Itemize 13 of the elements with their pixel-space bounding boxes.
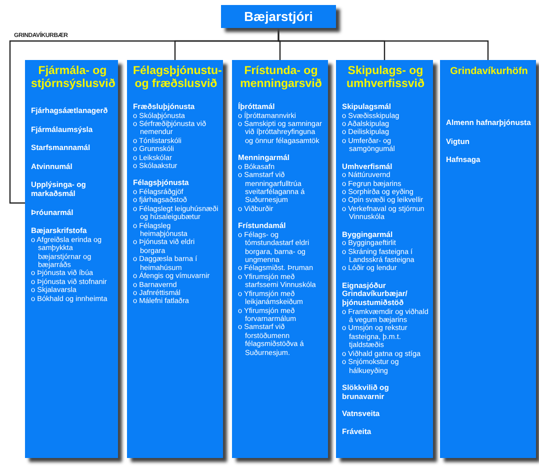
connector-line <box>278 28 489 60</box>
department-panel <box>232 60 328 458</box>
panel-heading: Skipulags- og umhverfissvið <box>346 64 426 92</box>
title-box <box>221 5 336 28</box>
department-panel <box>25 60 118 458</box>
department-panel <box>440 60 536 458</box>
department-panel <box>336 60 433 458</box>
department-panel <box>127 60 223 458</box>
panel-heading: Grindavíkurhöfn <box>449 65 529 79</box>
panel-heading: Frístunda- og menningarsvið <box>239 64 323 92</box>
panel-heading: Fjármála- og stjórnsýslusvið <box>31 64 114 92</box>
title-text: Bæjarstjóri <box>244 9 313 24</box>
panel-heading: Félagsþjónustu- og fræðslusvið <box>133 64 219 92</box>
